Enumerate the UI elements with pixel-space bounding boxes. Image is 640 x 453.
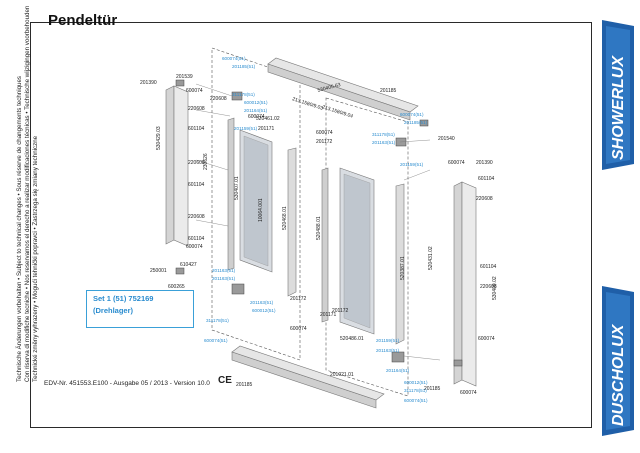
part-number: 201172	[290, 296, 307, 302]
bottom-rail-profile	[231, 345, 385, 409]
part-number: 230626	[203, 153, 209, 170]
part-number-51: 201159(51)	[234, 126, 258, 131]
part-number-51: 201159(51)	[376, 338, 400, 343]
right-door-panel	[321, 167, 405, 345]
part-number-51: 600074(51)	[204, 338, 228, 343]
leader-lines	[195, 83, 441, 361]
part-number-51: 600012(51)	[404, 380, 428, 385]
part-number-51: 311178(51)	[404, 388, 427, 393]
set-info-box: Set 1 (51) 752169 (Drehlager)	[86, 290, 194, 328]
part-number: 520486.01	[340, 336, 364, 342]
part-number: 250001	[150, 268, 167, 274]
part-number: 201172	[332, 308, 349, 314]
part-number: 220608	[188, 160, 205, 166]
part-number: 220608	[210, 96, 227, 102]
part-number: 201171	[258, 126, 275, 132]
part-number: 530407.01	[234, 176, 240, 200]
ce-mark: CE	[218, 375, 232, 386]
part-number-51: 201159(51)	[400, 162, 424, 167]
part-number: 201171	[320, 312, 337, 318]
part-number: 600265	[168, 284, 185, 290]
part-number: 201390	[140, 80, 157, 86]
part-number-51: 600074(51)	[400, 112, 424, 117]
showerlux-logo: SHOWERLUX	[602, 20, 634, 170]
left-wall-profile	[165, 85, 189, 247]
part-number-51: 311178(51)	[372, 132, 395, 137]
duscholux-logo: DUSCHOLUX	[602, 286, 634, 436]
part-number: 601104	[188, 236, 205, 242]
part-number: 530409.02	[492, 276, 498, 300]
part-number: 600074	[186, 88, 203, 94]
part-number-51: 201163(51)	[212, 268, 236, 273]
part-number: 601104	[188, 126, 205, 132]
part-number: 601104	[478, 176, 495, 182]
part-number: 220608	[188, 214, 205, 220]
part-number: 201390	[476, 160, 493, 166]
part-number: 610427	[180, 262, 197, 268]
part-number: 201172	[316, 139, 333, 145]
set-description: (Drehlager)	[93, 306, 134, 315]
part-number: 600074	[248, 114, 265, 120]
part-number-51: 201163(51)	[250, 300, 274, 305]
part-number: 220608	[476, 196, 493, 202]
part-number: 520468.01	[282, 206, 288, 230]
part-number-51: 600012(51)	[244, 100, 268, 105]
top-rail-profile	[267, 57, 419, 121]
set-number: Set 1 (51) 752169	[93, 294, 154, 303]
document-footer: EDV-Nr. 451553.E100 - Ausgabe 05 / 2013 …	[44, 380, 210, 387]
part-number: 600074	[290, 326, 307, 332]
page-title: Pendeltür	[48, 12, 118, 29]
part-number-51: 201163(51)	[212, 276, 236, 281]
svg-text:DUSCHOLUX: DUSCHOLUX	[610, 323, 627, 426]
part-number: 600074	[316, 130, 333, 136]
part-number-51: 600074(51)	[404, 398, 428, 403]
svg-text:SHOWERLUX: SHOWERLUX	[610, 55, 627, 160]
part-number: 213.1580/9.03	[291, 96, 323, 112]
left-door-panel	[227, 117, 297, 297]
part-number: 601104	[188, 182, 205, 188]
part-number: 520431.02	[428, 246, 434, 270]
part-number: 201021.01	[330, 372, 354, 378]
part-number-51: 201164(51)	[386, 368, 410, 373]
drawing-sheet	[30, 22, 592, 428]
part-number: 10064.001	[258, 198, 264, 222]
part-number-51: 600012(51)	[252, 308, 276, 313]
right-wall-profile	[453, 181, 477, 387]
part-number-51: 311178(51)	[232, 92, 255, 97]
part-number: 520387.01	[400, 256, 406, 280]
part-number: 220608	[188, 106, 205, 112]
part-number: 201185	[236, 382, 253, 388]
part-number: 600074	[448, 160, 465, 166]
part-number-51: 311178(51)	[206, 318, 229, 323]
part-number: 201539	[176, 74, 193, 80]
part-number-51: 201163(51)	[372, 140, 396, 145]
part-number: 530405.63	[317, 82, 342, 94]
part-number: 601104	[480, 264, 497, 270]
part-number-51: 201185(51)	[232, 64, 256, 69]
part-number-51: 600074(51)	[222, 56, 246, 61]
part-number: 600074	[460, 390, 477, 396]
part-number: 201185	[424, 386, 441, 392]
part-labels-51: 600074(51) 201185(51) 311178(51) 600012(…	[204, 56, 428, 403]
part-number: 520461.02	[256, 116, 280, 122]
part-number-51: 201163(51)	[376, 348, 400, 353]
part-labels: 201390 201539 600074 220608 601104 23062…	[140, 74, 498, 396]
part-number-51: 201164(51)	[244, 108, 268, 113]
part-number-51: 201185(51)	[404, 120, 428, 125]
part-number: 201185	[380, 88, 397, 94]
part-number: 220608	[480, 284, 497, 290]
part-number: 520488.01	[316, 216, 322, 240]
part-number: 600074	[478, 336, 495, 342]
part-number: 201540	[438, 136, 455, 142]
part-number: 600074	[186, 244, 203, 250]
part-number: 530429.03	[156, 126, 162, 150]
